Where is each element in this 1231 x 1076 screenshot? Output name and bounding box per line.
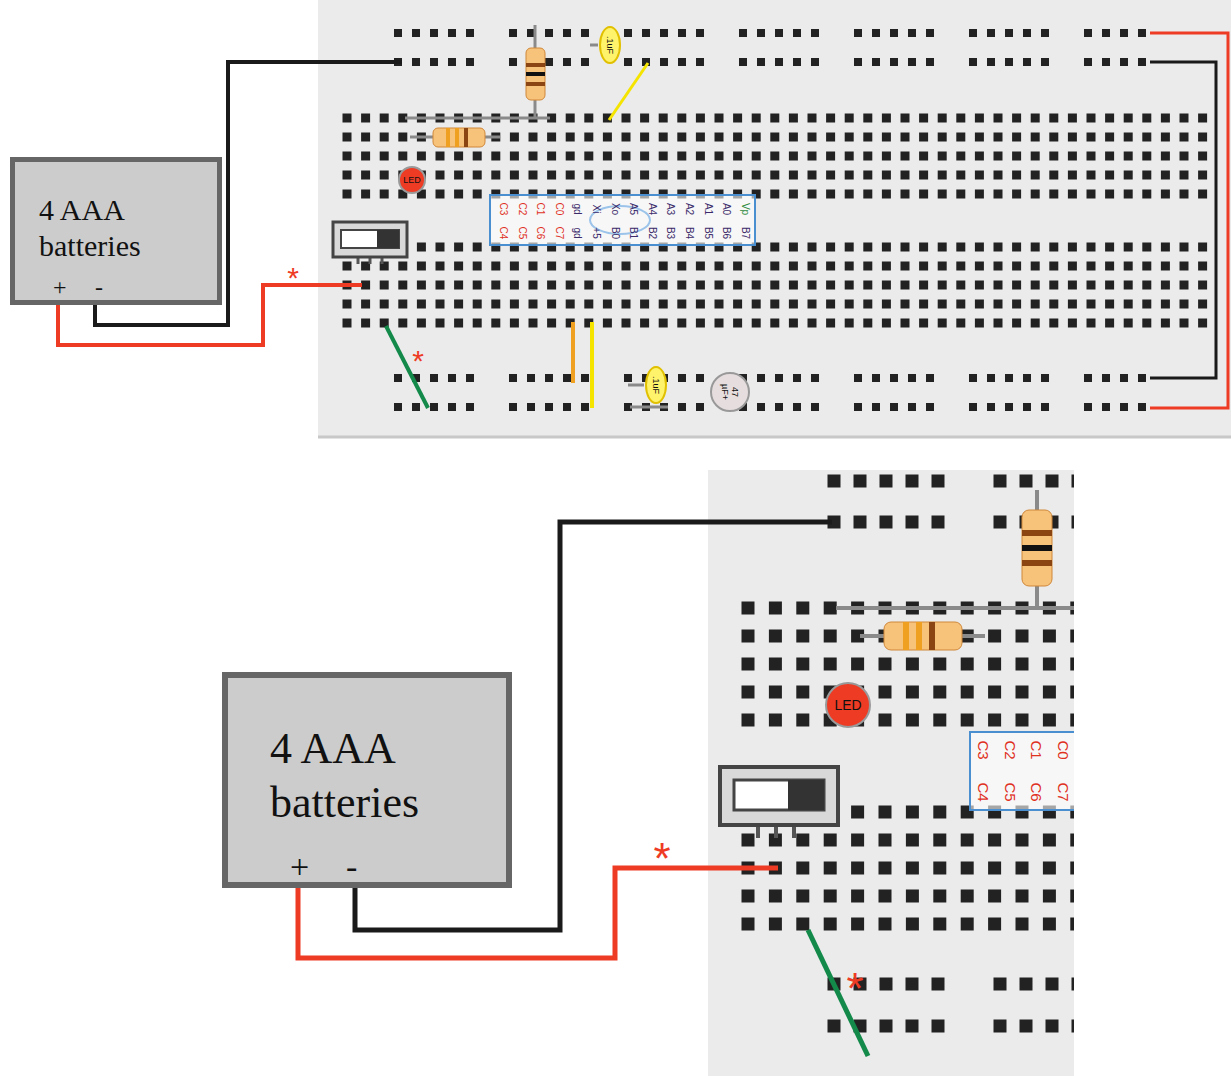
callout-asterisk: * xyxy=(846,967,863,1011)
pin-label: A0 xyxy=(721,203,731,215)
electrolytic-capacitor: 47 µF+ xyxy=(710,372,750,412)
pin-label: C2 xyxy=(1002,740,1017,759)
breadboard xyxy=(318,0,1231,436)
pin-label: Xo xyxy=(610,203,620,215)
part-label: LED xyxy=(834,697,861,713)
pin-label: C0 xyxy=(1055,740,1070,759)
led: LED xyxy=(825,682,871,728)
pin-label: B7 xyxy=(740,227,750,239)
microcontroller-chip xyxy=(970,732,1074,810)
pin-label: A2 xyxy=(684,203,694,215)
pin-label: A4 xyxy=(647,203,657,215)
pin-label: C7 xyxy=(554,227,564,240)
pin-label: C4 xyxy=(976,782,991,801)
pin-label: C1 xyxy=(1029,740,1044,759)
ceramic-capacitor: .1uF xyxy=(599,26,621,64)
pin-label: C6 xyxy=(535,227,545,240)
pin-label: C4 xyxy=(498,227,508,240)
terminal-sign: + xyxy=(290,848,309,886)
pin-label: C5 xyxy=(1002,782,1017,801)
slide-switch xyxy=(333,222,407,257)
part-label: .1uF xyxy=(605,36,615,54)
ceramic-capacitor: .1uF xyxy=(645,366,667,404)
green-jumper xyxy=(808,930,868,1056)
battery-pack: 4 AAA batteries +- xyxy=(222,672,512,888)
pin-label: C5 xyxy=(517,227,527,240)
terminal-sign: - xyxy=(95,274,103,301)
green-jumper xyxy=(386,326,428,408)
pin-label: C7 xyxy=(1055,782,1070,801)
pin-label: B0 xyxy=(610,227,620,239)
part-label: 47 µF+ xyxy=(720,380,740,404)
callout-asterisk: * xyxy=(653,837,670,881)
pin-label: C3 xyxy=(498,203,508,216)
led: LED xyxy=(398,166,426,194)
pin-label: B6 xyxy=(721,227,731,239)
pin-label: gd xyxy=(572,203,582,214)
pin-label: B3 xyxy=(665,227,675,239)
resistor-symbol xyxy=(1022,510,1052,586)
yellow-jumper xyxy=(590,322,594,408)
orange-jumper xyxy=(571,322,575,383)
resistor-symbol xyxy=(884,622,962,650)
pin-label: +5 xyxy=(591,227,601,238)
pin-label: B1 xyxy=(628,227,638,239)
pin-label: Vp xyxy=(740,203,750,215)
pin-label: B5 xyxy=(703,227,713,239)
terminal-sign: + xyxy=(53,274,67,301)
resistor-lead xyxy=(405,117,550,120)
pin-label: C0 xyxy=(554,203,564,216)
resistor-symbol xyxy=(526,48,545,100)
pin-label: Xi xyxy=(591,205,601,214)
breadboard-edge xyxy=(318,436,1231,439)
black-wire xyxy=(1150,62,1216,378)
callout-asterisk: * xyxy=(287,263,299,293)
pin-label: A1 xyxy=(703,203,713,215)
yellow-jumper xyxy=(609,63,648,120)
part-label: LED xyxy=(403,175,421,185)
pin-label: C1 xyxy=(535,203,545,216)
microcontroller-chip xyxy=(490,195,755,245)
part-label: .1uF xyxy=(651,376,661,394)
breadboard-holes xyxy=(343,29,1208,411)
pin-label: gd xyxy=(572,227,582,238)
battery-label: 4 AAA batteries xyxy=(39,192,209,264)
terminal-sign: - xyxy=(346,848,357,886)
slide-switch xyxy=(720,767,838,825)
pin-label: B2 xyxy=(647,227,657,239)
resistor-symbol xyxy=(433,128,485,147)
pin-label: C3 xyxy=(976,740,991,759)
pin-label: A3 xyxy=(665,203,675,215)
pin-label: B4 xyxy=(684,227,694,239)
callout-asterisk: * xyxy=(412,346,424,376)
pin-label: A5 xyxy=(628,203,638,215)
red-wire xyxy=(1150,33,1228,408)
pin-label: C2 xyxy=(517,203,527,216)
pin-label: C6 xyxy=(1029,782,1044,801)
battery-pack: 4 AAA batteries + - xyxy=(10,157,222,305)
battery-label: 4 AAA batteries xyxy=(270,722,510,830)
